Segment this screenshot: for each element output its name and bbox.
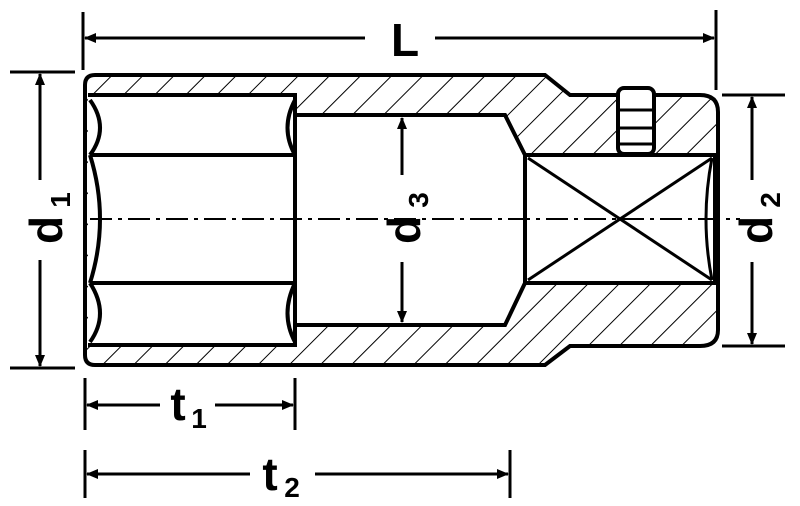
label-d3-main: d — [378, 216, 430, 244]
label-d3-sub: 3 — [403, 192, 434, 208]
dimension-d1: d 1 — [20, 73, 76, 367]
label-t2-sub: 2 — [284, 472, 300, 503]
detent-pin — [616, 86, 656, 156]
dimension-L: L — [84, 14, 715, 66]
label-t2-main: t — [262, 448, 277, 500]
label-d1-main: d — [20, 216, 72, 244]
label-d2-sub: 2 — [755, 192, 786, 208]
dimension-d2: d 2 — [730, 96, 786, 345]
label-t1-main: t — [170, 378, 185, 430]
extension-lines — [10, 10, 785, 498]
label-L: L — [391, 14, 419, 66]
label-d1-sub: 1 — [45, 192, 76, 208]
hex-profile-lines — [88, 98, 297, 344]
label-d2-main: d — [730, 216, 782, 244]
dimension-d3: d 3 — [378, 117, 434, 323]
dimension-t1: t 1 — [86, 378, 294, 434]
dimension-t2: t 2 — [86, 448, 509, 503]
label-t1-sub: 1 — [191, 403, 207, 434]
